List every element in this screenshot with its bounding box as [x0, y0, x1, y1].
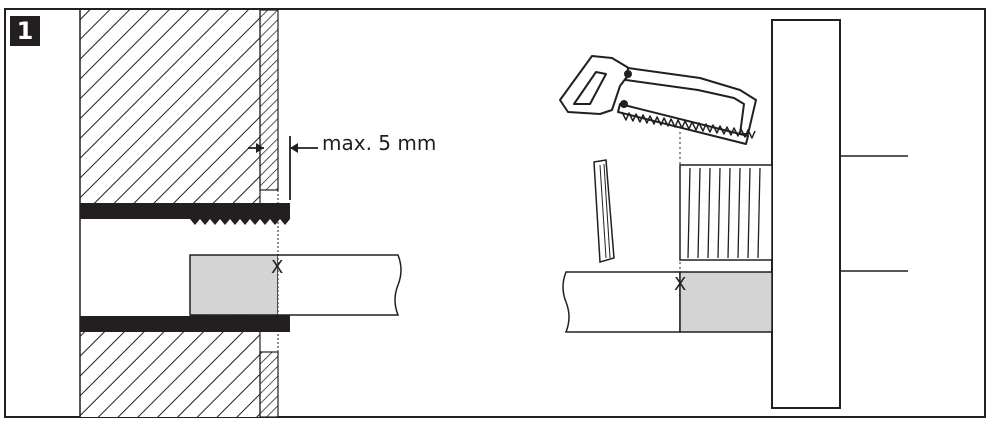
sleeve-block: [679, 164, 773, 261]
wall-upper: [80, 10, 260, 204]
tile-upper: [259, 9, 279, 191]
cut-mark-right: X: [674, 274, 687, 295]
pipe-right-shaded: [679, 271, 773, 333]
pipe-protruding-part: [278, 254, 402, 316]
saw-icon: [559, 55, 757, 145]
thread-upper: [190, 219, 290, 225]
wall-lower: [80, 332, 260, 417]
pipe-inserted-part: [189, 254, 279, 316]
figure-frame: [4, 8, 986, 418]
cut-piece: [593, 159, 615, 263]
dimension-label: max. 5 mm: [322, 131, 437, 155]
cut-mark-left: X: [271, 257, 284, 278]
wall-slab: [771, 19, 841, 409]
sleeve-lower: [80, 316, 290, 332]
sleeve-upper: [80, 203, 290, 219]
wall-section-left: [79, 9, 402, 418]
pipe-right: [562, 271, 681, 333]
step-number-badge: 1: [10, 16, 40, 46]
tile-lower: [259, 351, 279, 418]
cutting-illustration: [559, 19, 908, 409]
